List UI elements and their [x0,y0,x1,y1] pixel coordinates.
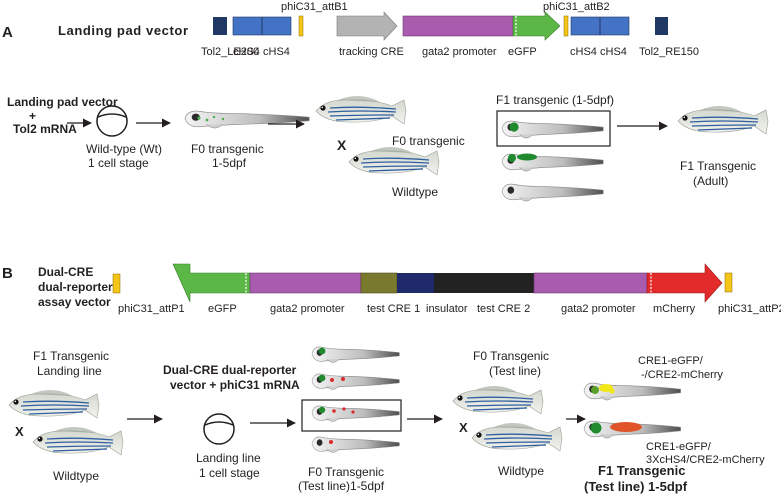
test-cre2-block [434,273,534,293]
b-label-attp2: phiC31_attP2 [718,303,781,315]
b-f0-larva-3 [311,405,400,423]
b-f0-line1: F0 Transgenic [308,465,384,479]
b-f1-final-line2: (Test line) 1-5dpf [584,479,688,494]
b-cross-symbol-2: X [459,420,468,435]
b-f1-final-line1: F1 Transgenic [598,463,685,478]
b-landing-line1: Landing line [196,451,261,465]
b-result-larva-yellow [583,382,682,401]
attb2-site [563,15,569,37]
b-label-test-cre1: test CRE 1 [367,303,420,315]
a-f0-line1: F0 transgenic [191,142,264,156]
insulator-block [397,273,434,293]
a-wildtype-label: Wildtype [392,185,438,199]
egfp-arrow [512,11,561,41]
a-f1-adult-line1: F1 Transgenic [680,159,756,173]
b-f0-larva-4 [311,436,400,454]
a-f0-line2: 1-5dpf [212,156,247,170]
b-f0test-line1: F0 Transgenic [473,349,549,363]
a-f1-larva-green [501,120,604,139]
label-phic31-attb1: phiC31_attB1 [281,1,348,13]
b-f0test-line2: (Test line) [489,364,541,378]
panel-b-letter: B [2,265,13,282]
label-phic31-attb2: phiC31_attB2 [543,1,610,13]
tol2-re150-element [655,17,668,35]
b-result1-line1: CRE1-eGFP/ [638,355,704,367]
b-inject-line2: vector + phiC31 mRNA [170,378,300,392]
b-vector-title-1: Dual-CRE [38,265,93,279]
test-cre1-block [360,272,398,294]
b-f0-line2: (Test line)1-5dpf [298,479,385,493]
b-label-mcherry: mCherry [653,303,696,315]
b-gata2-promoter-2 [533,272,648,294]
a-f0-transgenic-adult-label: F0 transgenic [392,134,465,148]
a-embryo-line2: 1 cell stage [88,156,149,170]
b-wildtype-label-1: Wildtype [53,469,99,483]
b-f1-line2: Landing line [37,364,102,378]
b-result1-line2: -/CRE2-mCherry [641,369,723,381]
label-gata2-promoter-a: gata2 promoter [422,46,497,58]
b-f0-larva-2 [311,373,400,391]
b-label-attp1: phiC31_attP1 [118,303,185,315]
b-vector-title-2: dual-reporter [38,280,113,294]
b-f0-selected-box [301,399,402,432]
landing-pad-vector-title: Landing pad vector [58,23,188,38]
label-tol2-le200: Tol2_LE200 [201,46,259,58]
a-f1-adult-line2: (Adult) [693,174,728,188]
attp2-site [724,272,733,293]
label-chs4-2: cHS4 [263,46,290,58]
label-tol2-re150: Tol2_RE150 [639,46,699,58]
b-inject-line1: Dual-CRE dual-reporter [163,363,297,377]
b-egfp-arrow [172,263,251,303]
b-landing-line2: 1 cell stage [199,466,260,480]
attb1-site [298,15,304,37]
b-gata2-promoter-1 [249,272,362,294]
a-f1-larva-plain [501,183,604,202]
a-embryo-line1: Wild-type (Wt) [86,142,162,156]
b-cross-symbol-1: X [15,424,24,439]
a-f1-title: F1 transgenic (1-5dpf) [496,93,614,107]
label-chs4-3: cHS4 [570,46,597,58]
mcherry-arrow [646,263,723,303]
b-label-egfp: eGFP [208,303,237,315]
b-landing-line-fish [8,389,100,419]
b-wildtype-fish-2 [471,422,563,452]
a-f1-larva-green-2 [501,153,604,172]
b-test-line-fish [452,385,544,415]
b-wildtype-label-2: Wildtype [498,464,544,478]
b-result2-line1: CRE1-eGFP/ [646,441,712,453]
a-f0-larva [184,110,310,129]
a-f0-adult-fish [315,95,407,125]
b-label-gata2-1: gata2 promoter [270,303,345,315]
gata2-promoter-block [402,15,514,37]
attp1-site [112,273,121,294]
label-tracking-cre: tracking CRE [339,46,404,58]
a-inject-line1: Landing pad vector [7,95,118,109]
b-vector-title-3: assay vector [38,295,111,309]
b-wildtype-fish-1 [32,426,124,456]
b-label-insulator: insulator [426,303,468,315]
b-label-gata2-2: gata2 promoter [561,303,636,315]
b-label-test-cre2: test CRE 2 [477,303,530,315]
a-one-cell-embryo [96,105,128,137]
b-result-larva-red [583,420,682,439]
label-chs4-1: cHS4 [233,46,260,58]
a-inject-plus: + [29,109,36,123]
label-chs4-4: cHS4 [600,46,627,58]
tol2-le200-element [213,17,227,35]
a-inject-line2: Tol2 mRNA [13,122,77,136]
a-f1-adult-fish [677,105,769,135]
a-cross-symbol: X [337,137,347,153]
dual-cre-construct [112,263,733,303]
landing-pad-construct [213,11,668,41]
a-wildtype-fish [348,146,440,176]
panel-a-letter: A [2,24,13,41]
b-landing-embryo [203,413,235,445]
label-egfp-a: eGFP [508,46,537,58]
b-f0-larva-1 [311,346,400,364]
b-f1-line1: F1 Transgenic [33,349,109,363]
b-result2-line2: 3XcHS4/CRE2-mCherry [646,454,765,466]
tracking-cre-arrow [336,11,398,41]
a-f1-selected-box [496,110,611,147]
